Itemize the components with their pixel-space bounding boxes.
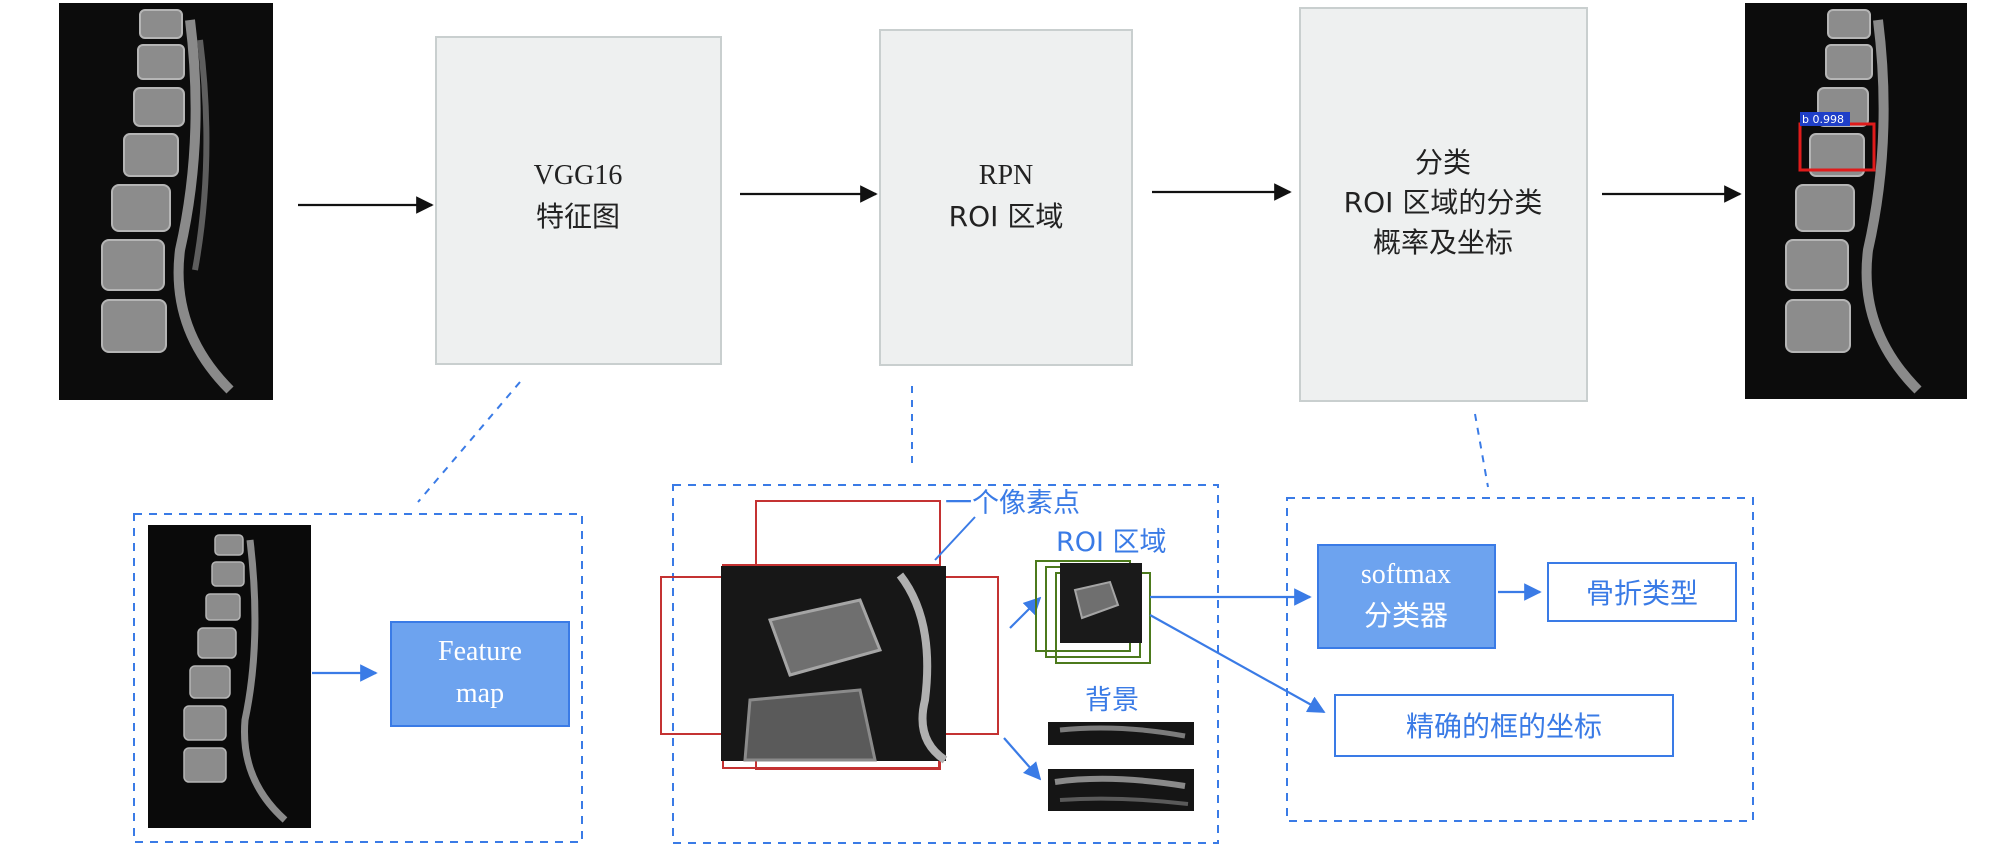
feature-ct-image <box>148 525 311 828</box>
classifier-panel: softmax 分类器 骨折类型 精确的框的坐标 <box>1286 497 1754 822</box>
fracture-type-label: 骨折类型 <box>1586 577 1698 610</box>
background-crop-1 <box>1048 722 1194 745</box>
cls-line1: 分类 <box>1415 146 1471 179</box>
output-ct-image: b 0.998 <box>1745 3 1967 399</box>
connector-vgg <box>417 381 521 503</box>
connector-cls <box>1474 413 1489 488</box>
rpn-line2: ROI 区域 <box>949 200 1064 233</box>
box-coords-box <box>1334 694 1674 757</box>
roi-label: ROI 区域 <box>1056 527 1167 558</box>
feature-map-box <box>390 621 570 727</box>
softmax-line1: softmax <box>1361 559 1451 590</box>
softmax-box <box>1317 544 1496 649</box>
feature-map-line1: Feature <box>438 636 522 667</box>
arrow-right-icon <box>1003 737 1042 781</box>
background-crop-2 <box>1048 769 1194 811</box>
rpn-line1: RPN <box>979 160 1033 191</box>
detection-label-bg <box>1800 112 1850 126</box>
pixel-pointer <box>934 516 976 561</box>
input-ct-image <box>59 3 273 400</box>
vertebra-crop <box>721 566 948 764</box>
rpn-box: RPN ROI 区域 <box>879 29 1133 366</box>
detection-label: b 0.998 <box>1802 113 1844 126</box>
box-coords-label: 精确的框的坐标 <box>1406 710 1602 743</box>
background-label: 背景 <box>1085 685 1139 716</box>
fracture-type-box <box>1547 562 1737 622</box>
vgg-line1: VGG16 <box>534 160 623 191</box>
vgg-line2: 特征图 <box>536 200 620 233</box>
feature-panel: Feature map <box>133 513 583 843</box>
cls-line2: ROI 区域的分类 <box>1344 186 1543 219</box>
arrow-right-icon <box>1149 614 1326 713</box>
rpn-panel: 一个像素点 ROI 区域 背景 <box>660 484 1219 844</box>
cls-line3: 概率及坐标 <box>1373 226 1513 259</box>
classification-box: 分类 ROI 区域的分类 概率及坐标 <box>1299 7 1588 402</box>
pixel-label: 一个像素点 <box>945 488 1080 519</box>
feature-map-line2: map <box>456 678 504 709</box>
softmax-line2: 分类器 <box>1364 599 1448 632</box>
vgg16-box: VGG16 特征图 <box>435 36 722 365</box>
